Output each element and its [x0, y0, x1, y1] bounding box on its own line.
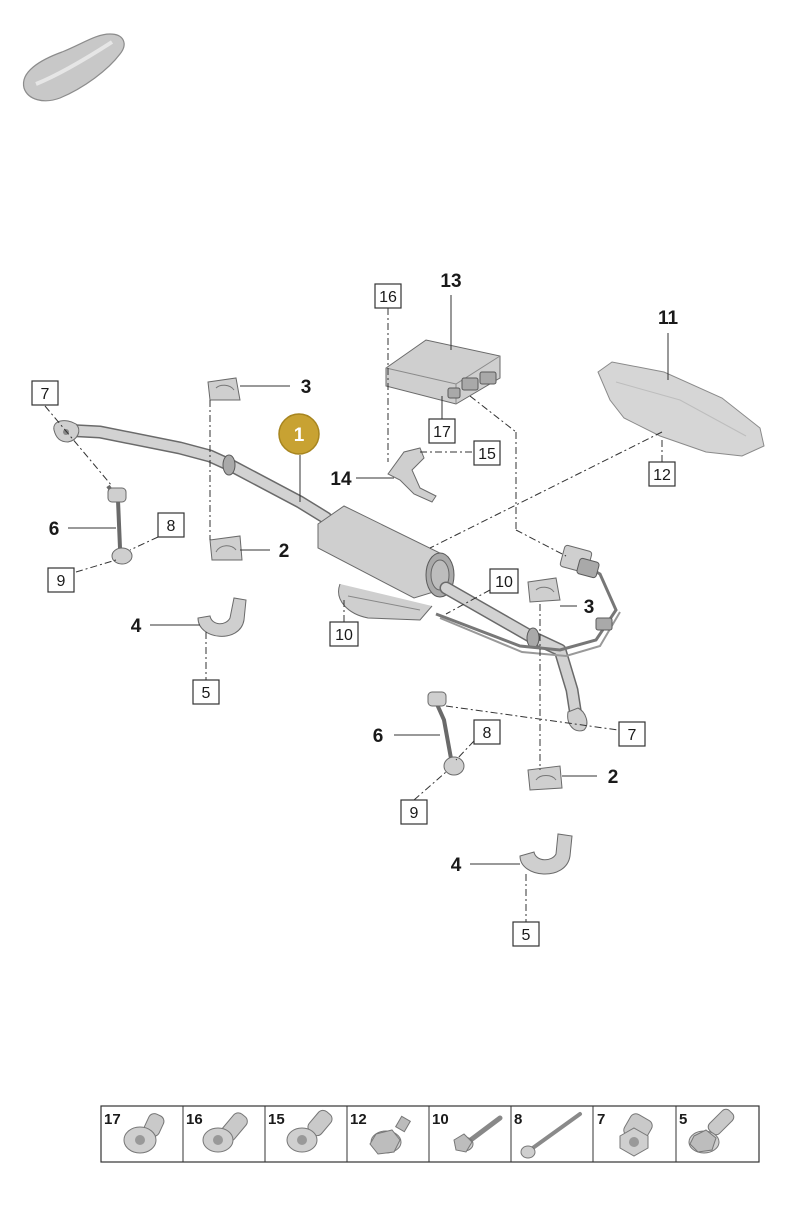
coupling-rod-rear[interactable]: [427, 691, 465, 776]
box-16[interactable]: 16: [374, 283, 402, 309]
box-15-label: 15: [478, 446, 496, 463]
box-5-rear[interactable]: 5: [512, 921, 540, 947]
box-17-label: 17: [433, 424, 451, 441]
hardware-cell-10[interactable]: 10: [432, 1111, 503, 1153]
hardware-cell-17[interactable]: 17: [104, 1111, 166, 1154]
callout-2-front[interactable]: 2: [279, 541, 290, 562]
clamp-4-front[interactable]: [197, 597, 247, 637]
stabilizer-actuator[interactable]: [317, 505, 455, 621]
box-9-front-label: 9: [57, 573, 66, 590]
hardware-table: 17 16 15 12: [100, 1105, 760, 1163]
bushing-3-rear[interactable]: [527, 577, 561, 603]
box-5-front-label: 5: [202, 685, 211, 702]
hardware-cell-12[interactable]: 12: [350, 1111, 412, 1155]
hardware-label-16: 16: [186, 1111, 203, 1128]
stabilizer-bar-rear[interactable]: [439, 581, 588, 732]
box-10-right[interactable]: 10: [489, 568, 519, 594]
box-12-label: 12: [653, 467, 671, 484]
hardware-cell-16[interactable]: 16: [186, 1110, 250, 1153]
box-5-rear-label: 5: [522, 927, 531, 944]
hardware-cell-5[interactable]: 5: [679, 1107, 736, 1154]
hardware-label-17: 17: [104, 1111, 121, 1128]
car-silhouette-icon: [22, 33, 125, 102]
bushing-2-front[interactable]: [209, 535, 243, 561]
box-7-front-label: 7: [41, 386, 50, 403]
callout-2-rear[interactable]: 2: [608, 767, 619, 788]
box-9-rear[interactable]: 9: [400, 799, 428, 825]
box-17[interactable]: 17: [428, 418, 456, 444]
flange-bolt-short-icon: [123, 1113, 165, 1154]
flange-bolt-icon: [286, 1109, 333, 1153]
boxed-callouts: 16 7 17 15 12 8 9 10 10 5 7 8 9 5: [31, 283, 676, 947]
hardware-cell-8[interactable]: 8: [514, 1111, 582, 1159]
box-7-rear[interactable]: 7: [618, 721, 646, 747]
coupling-rod-front[interactable]: [106, 484, 133, 565]
box-10-left[interactable]: 10: [329, 621, 359, 647]
leader-lines: [44, 295, 669, 922]
box-15[interactable]: 15: [473, 440, 501, 466]
bushing-2-rear[interactable]: [527, 765, 563, 791]
callout-14[interactable]: 14: [330, 469, 352, 490]
callout-6-rear[interactable]: 6: [373, 726, 384, 747]
hex-nut-washer-icon: [369, 1115, 412, 1155]
box-10-right-label: 10: [495, 574, 513, 591]
box-8-front-label: 8: [167, 518, 176, 535]
wiring-harness[interactable]: [435, 544, 621, 658]
callout-4-front[interactable]: 4: [131, 616, 142, 637]
flange-bolt-medium-icon: [202, 1112, 248, 1153]
callout-11[interactable]: 11: [658, 308, 679, 329]
control-unit[interactable]: [385, 339, 501, 405]
callout-3-front[interactable]: 3: [301, 377, 312, 398]
box-8-rear-label: 8: [483, 725, 492, 742]
hex-flange-bolt-icon: [688, 1108, 735, 1154]
box-7-rear-label: 7: [628, 727, 637, 744]
heat-shield[interactable]: [597, 361, 765, 457]
hardware-label-15: 15: [268, 1111, 285, 1128]
long-bolt-icon: [520, 1112, 582, 1159]
box-9-front[interactable]: 9: [47, 567, 75, 593]
callout-6-front[interactable]: 6: [49, 519, 60, 540]
highlight-callout-1[interactable]: 1: [278, 413, 320, 455]
hardware-label-7: 7: [597, 1111, 605, 1128]
hardware-cell-15[interactable]: 15: [268, 1108, 334, 1153]
hex-bolt-long-icon: [453, 1115, 503, 1153]
highlight-label: 1: [294, 425, 305, 446]
hex-nut-icon: [619, 1113, 653, 1157]
hardware-label-5: 5: [679, 1111, 687, 1128]
hardware-label-10: 10: [432, 1111, 449, 1128]
callout-13[interactable]: 13: [440, 271, 461, 292]
box-7-front[interactable]: 7: [31, 380, 59, 406]
hardware-label-8: 8: [514, 1111, 522, 1128]
clamp-4-rear[interactable]: [519, 833, 573, 875]
box-8-front[interactable]: 8: [157, 512, 185, 538]
box-5-front[interactable]: 5: [192, 679, 220, 705]
callout-3-rear[interactable]: 3: [584, 597, 595, 618]
box-16-label: 16: [379, 289, 397, 306]
box-12[interactable]: 12: [648, 461, 676, 487]
box-8-rear[interactable]: 8: [473, 719, 501, 745]
bold-callouts: 13 11 3 14 6 2 4 3 6 2 4: [49, 271, 679, 876]
hardware-label-12: 12: [350, 1111, 367, 1128]
box-10-left-label: 10: [335, 627, 353, 644]
callout-4-rear[interactable]: 4: [451, 855, 462, 876]
bracket[interactable]: [387, 447, 437, 503]
bushing-3-front[interactable]: [207, 377, 241, 401]
hardware-cell-7[interactable]: 7: [597, 1111, 654, 1157]
box-9-rear-label: 9: [410, 805, 419, 822]
